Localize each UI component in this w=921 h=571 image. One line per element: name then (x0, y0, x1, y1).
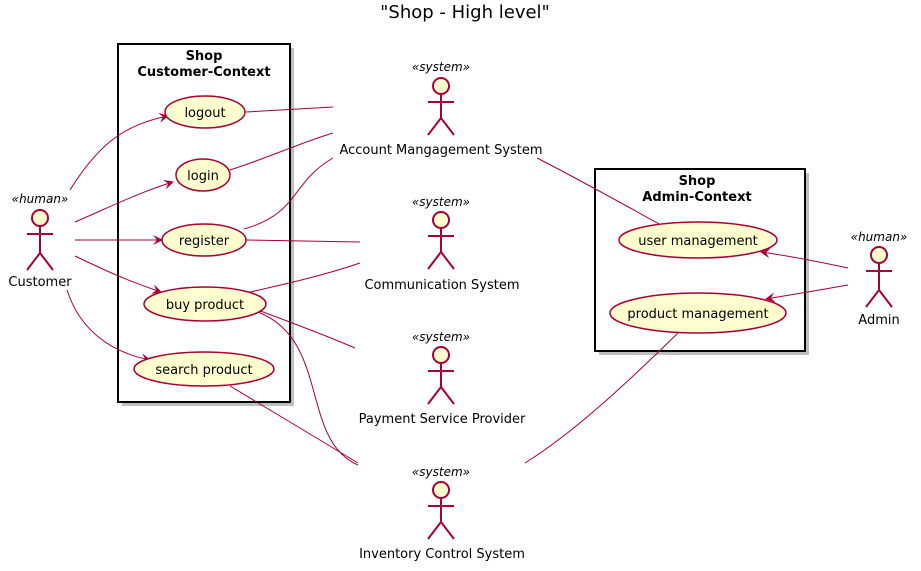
link-customer-buy-product (74, 255, 162, 294)
use-case-register[interactable]: register (161, 223, 247, 257)
link-login-account (229, 132, 334, 171)
link-customer-search-product (66, 289, 151, 364)
actor-communication-system[interactable]: «system» Communication System (364, 195, 519, 293)
actor-label: Communication System (364, 278, 519, 293)
actor-head-icon (432, 481, 450, 499)
actor-head-icon (432, 211, 450, 229)
actor-head-icon (870, 246, 888, 264)
actor-admin[interactable]: «human» Admin (851, 230, 908, 328)
actor-label: Account Mangagement System (339, 143, 542, 158)
use-case-search-product[interactable]: search product (133, 351, 275, 387)
actor-label: Inventory Control System (359, 547, 525, 562)
actor-stereotype: «human» (12, 192, 69, 206)
link-admin-user-management (760, 248, 849, 269)
actor-label: Payment Service Provider (359, 412, 526, 427)
link-register-communication (245, 239, 361, 243)
link-buy-communication (245, 262, 361, 294)
actor-stereotype: «system» (412, 60, 470, 74)
actor-inventory-control-system[interactable]: «system» Inventory Control System (359, 465, 525, 562)
link-admin-product-management (765, 284, 849, 303)
package-title: Shop (679, 174, 716, 189)
use-case-logout[interactable]: logout (164, 95, 246, 129)
actor-customer[interactable]: «human» Customer (8, 192, 72, 290)
use-case-label: logout (184, 106, 225, 121)
actor-head-icon (432, 346, 450, 364)
link-inventory-product-management (524, 330, 681, 464)
actor-payment-service-provider[interactable]: «system» Payment Service Provider (359, 330, 526, 427)
actor-label: Admin (858, 313, 899, 328)
actor-head-icon (432, 77, 450, 95)
link-customer-logout (69, 112, 169, 191)
package-title: Shop (186, 49, 223, 64)
use-case-label: search product (155, 363, 252, 378)
use-case-label: product management (627, 307, 768, 322)
link-buy-payment (254, 308, 356, 349)
link-search-inventory (229, 385, 359, 464)
use-case-buy-product[interactable]: buy product (143, 286, 267, 322)
use-case-label: buy product (166, 298, 244, 313)
link-logout-account (245, 106, 334, 113)
actor-stereotype: «system» (412, 465, 470, 479)
link-register-account (243, 157, 334, 230)
package-subtitle: Customer-Context (137, 65, 270, 80)
use-case-product-management[interactable]: product management (609, 292, 787, 334)
use-case-login[interactable]: login (175, 158, 231, 192)
use-case-label: register (179, 234, 230, 249)
package-subtitle: Admin-Context (642, 190, 751, 205)
actor-label: Customer (8, 275, 72, 290)
diagram-title: "Shop - High level" (380, 2, 550, 23)
use-case-label: login (187, 169, 219, 184)
actor-account-management-system[interactable]: «system» Account Mangagement System (339, 60, 542, 158)
use-case-label: user management (638, 234, 758, 249)
actor-head-icon (31, 209, 49, 227)
actor-stereotype: «system» (412, 195, 470, 209)
use-case-user-management[interactable]: user management (618, 221, 778, 259)
actor-stereotype: «human» (851, 230, 908, 244)
link-account-user-management (536, 157, 671, 231)
actor-stereotype: «system» (412, 330, 470, 344)
link-customer-login (74, 179, 174, 223)
